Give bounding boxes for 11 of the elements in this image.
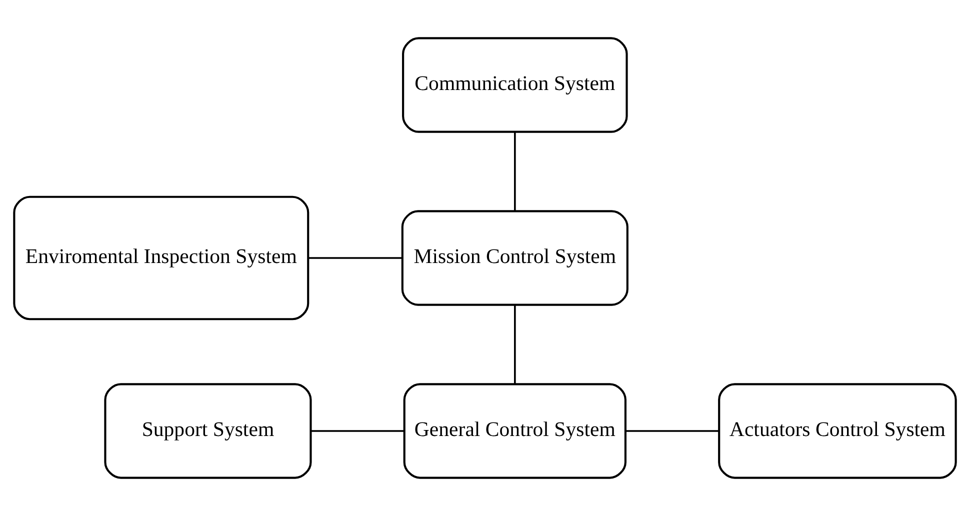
connector	[514, 132, 516, 211]
connector	[311, 430, 404, 432]
node-box: General Control System	[403, 383, 626, 479]
node-box: Communication System	[402, 37, 628, 133]
node-box: Support System	[104, 383, 312, 479]
node-box: Actuators Control System	[718, 383, 957, 479]
node-box: Enviromental Inspection System	[13, 196, 310, 320]
node-box: Mission Control System	[401, 210, 628, 306]
connector	[308, 257, 402, 259]
connector	[514, 305, 516, 384]
connector	[625, 430, 719, 432]
